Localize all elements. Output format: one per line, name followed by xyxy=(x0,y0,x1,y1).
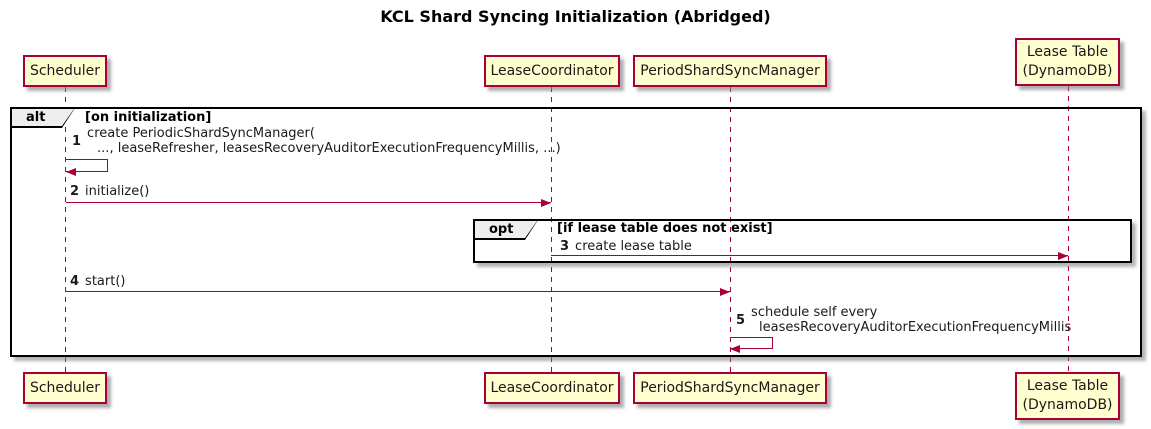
participant-label: Scheduler xyxy=(29,379,101,396)
message-2-number: 2 xyxy=(70,184,80,199)
alt-frame: alt xyxy=(10,107,1142,357)
message-4-number: 4 xyxy=(70,274,80,289)
participant-leasetable-bottom: Lease Table (DynamoDB) xyxy=(1015,372,1120,420)
participant-periodshardsyncmanager-top: PeriodShardSyncManager xyxy=(633,55,827,87)
message-2-text: initialize() xyxy=(85,184,150,199)
participant-leasecoordinator-top: LeaseCoordinator xyxy=(484,55,620,87)
opt-frame-label-shape: opt xyxy=(474,220,538,240)
diagram-title: KCL Shard Syncing Initialization (Abridg… xyxy=(380,7,771,26)
lifeline-periodshardsyncmanager xyxy=(730,87,731,372)
message-5-number: 5 xyxy=(736,312,746,328)
message-3-arrow xyxy=(551,255,1068,256)
participant-leasetable-top: Lease Table (DynamoDB) xyxy=(1015,38,1120,86)
message-5-line1: schedule self every xyxy=(751,305,878,320)
message-4-arrow xyxy=(66,291,730,292)
message-1-number: 1 xyxy=(72,133,82,149)
message-2-arrow xyxy=(66,202,551,203)
message-1-line2: ..., leaseRefresher, leasesRecoveryAudit… xyxy=(97,141,561,156)
message-5: 5 schedule self every leasesRecoveryAudi… xyxy=(736,305,1071,335)
participant-label: Scheduler xyxy=(29,62,101,79)
arrowhead-left-icon xyxy=(66,168,76,176)
lifeline-leasecoordinator xyxy=(551,87,552,372)
participant-leasecoordinator-bottom: LeaseCoordinator xyxy=(484,372,620,404)
participant-label: Lease Table xyxy=(1026,378,1109,395)
participant-scheduler-bottom: Scheduler xyxy=(23,372,107,404)
participant-label: PeriodShardSyncManager xyxy=(640,62,820,79)
message-3: 3 create lease table xyxy=(560,239,692,254)
lifeline-scheduler xyxy=(65,87,66,372)
arrowhead-right-icon xyxy=(541,199,551,207)
participant-scheduler-top: Scheduler xyxy=(23,55,107,87)
alt-frame-label-shape: alt xyxy=(11,108,75,128)
arrowhead-right-icon xyxy=(720,288,730,296)
message-2: 2 initialize() xyxy=(70,184,149,199)
message-5-self-arrow xyxy=(730,337,773,349)
opt-frame-label: opt xyxy=(475,221,537,238)
opt-frame-guard: [if lease table does not exist] xyxy=(557,221,773,236)
alt-frame-label: alt xyxy=(12,109,74,126)
alt-frame-guard: [on initialization] xyxy=(85,110,212,125)
participant-sublabel: (DynamoDB) xyxy=(1022,63,1113,79)
message-1-self-arrow xyxy=(66,159,108,172)
message-5-line2: leasesRecoveryAuditorExecutionFrequencyM… xyxy=(759,320,1072,335)
opt-frame: opt xyxy=(473,219,1132,263)
message-4: 4 start() xyxy=(70,274,125,289)
message-1-line1: create PeriodicShardSyncManager( xyxy=(87,126,315,141)
participant-label: PeriodShardSyncManager xyxy=(640,379,820,396)
participant-label: LeaseCoordinator xyxy=(490,62,614,79)
message-3-number: 3 xyxy=(560,239,570,254)
message-4-text: start() xyxy=(85,274,126,289)
participant-label: LeaseCoordinator xyxy=(490,379,614,396)
participant-periodshardsyncmanager-bottom: PeriodShardSyncManager xyxy=(633,372,827,404)
arrowhead-right-icon xyxy=(1058,252,1068,260)
participant-sublabel: (DynamoDB) xyxy=(1022,397,1113,413)
message-1: 1 create PeriodicShardSyncManager( ..., … xyxy=(72,126,561,156)
participant-label: Lease Table xyxy=(1026,44,1109,61)
arrowhead-left-icon xyxy=(730,345,740,353)
message-3-text: create lease table xyxy=(575,239,692,254)
lifeline-leasetable xyxy=(1068,86,1069,372)
